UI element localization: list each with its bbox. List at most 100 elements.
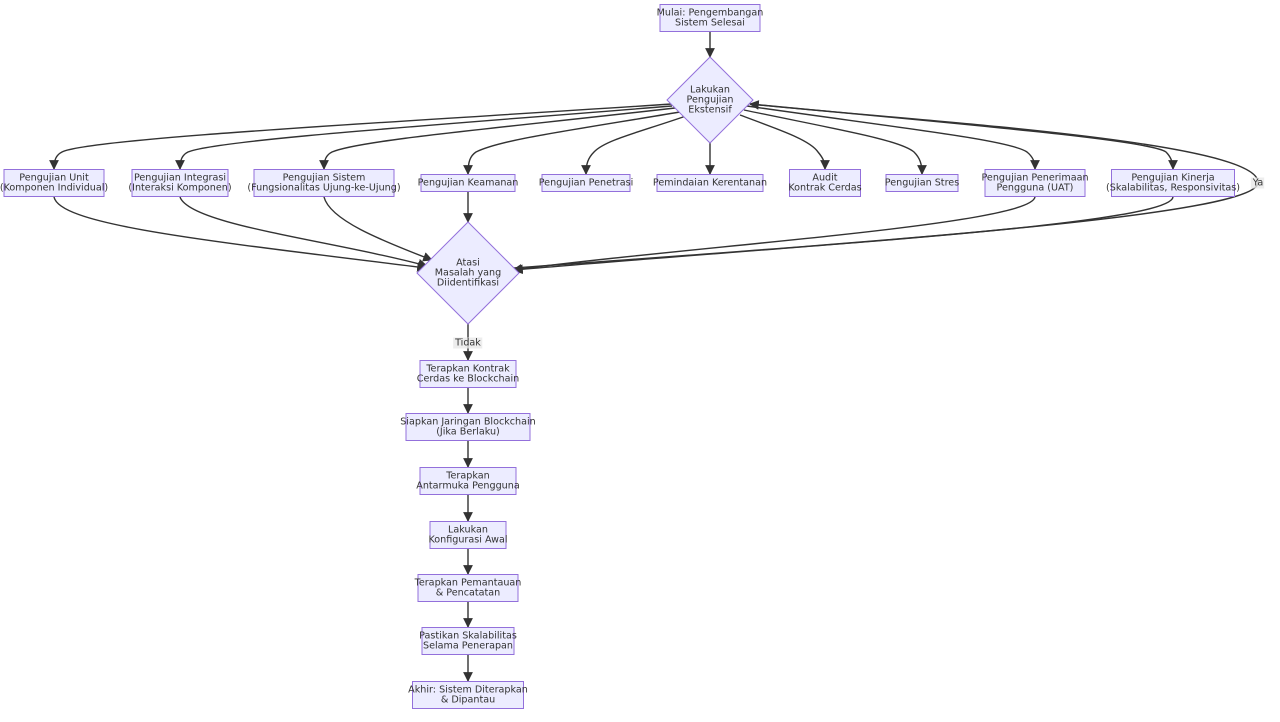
node-label: Terapkan Pemantauan [414,578,522,589]
process-box [1111,169,1235,197]
node-label: (Komponen Individual) [0,183,108,194]
process-box [429,521,507,549]
edge-testing-to-security [463,111,681,175]
edge-system-to-fix [323,196,433,262]
node-label: Pengujian Integrasi [134,173,226,184]
node-label: Sistem Selesai [675,18,745,29]
node-label: Antarmuka Pengguna [416,481,519,492]
process-box [421,627,515,655]
decision-diamond [666,56,754,144]
edge-label-text: Tidak [454,338,481,349]
process-box [417,574,519,602]
process-box [419,360,517,388]
node-label: Selama Penerapan [423,641,513,652]
edge-testing-to-integration [175,105,673,170]
node-label: Terapkan [445,471,489,482]
node-label: (Interaksi Komponen) [128,183,231,194]
node-label: Pengujian Penerimaan [981,173,1088,184]
process-box [984,169,1086,197]
node-performance-test: Pengujian Kinerja(Skalabilitas, Responsi… [1106,169,1240,197]
process-box [885,174,959,192]
process-box [405,413,531,441]
process-box [659,4,761,32]
node-end: Akhir: Sistem Diterapkan& Dipantau [408,681,528,709]
edge-label-background [1250,177,1265,189]
node-label: Pemindaian Kerentanan [653,178,767,189]
process-box [420,174,516,192]
node-label: Pengujian [687,95,734,106]
node-penetration-test: Pengujian Penetrasi [539,174,634,192]
node-label: Ekstensif [688,105,732,116]
edge-testing-to-audit [739,114,830,170]
edge-labels-layer: Tidak Ya [453,177,1265,349]
node-label: Akhir: Sistem Diterapkan [408,685,528,696]
process-box [656,174,764,192]
edge-performance-to-fix [513,196,1174,275]
node-system-test: Pengujian Sistem(Fungsionalitas Ujung-ke… [247,169,401,197]
node-label: Pengujian Penetrasi [539,178,634,189]
node-security-test: Pengujian Keamanan [418,174,519,192]
node-label: Pengujian Unit [19,173,89,184]
process-box [412,681,524,709]
edge-testing-to-uat [746,105,1040,170]
process-box [3,169,105,197]
node-label: Kontrak Cerdas [788,183,861,194]
node-label: Pengujian Stres [885,178,959,189]
node-label: Mulai: Pengembangan [657,8,764,19]
node-label: Lakukan [690,85,730,96]
edge-testing-to-stress [743,109,927,175]
node-label: Pengujian Kinerja [1131,173,1214,184]
node-label: Audit [812,173,837,184]
node-label: & Dipantau [441,695,495,706]
node-label: (Jika Berlaku) [436,427,500,438]
node-vulnerability-scan: Pemindaian Kerentanan [653,174,767,192]
node-label: Atasi [456,258,480,269]
decision-diamond [416,221,520,325]
node-label: (Skalabilitas, Responsivitas) [1106,183,1240,194]
node-label: & Pencatatan [436,588,500,599]
node-label: Pastikan Skalabilitas [419,631,517,642]
node-label: (Fungsionalitas Ujung-ke-Ujung) [247,183,400,194]
process-box [131,169,229,197]
node-unit-test: Pengujian Unit(Komponen Individual) [0,169,108,197]
edge-uat-to-fix [512,196,1036,274]
node-label: Masalah yang [435,268,501,279]
edge-testing-to-unit [49,103,673,170]
edge-label-text: Ya [1252,178,1263,189]
process-box [253,169,395,197]
node-label: Terapkan Kontrak [425,364,510,375]
process-box [541,174,631,192]
node-label: Diidentifikasi [437,278,499,289]
node-label: Cerdas ke Blockchain [417,374,520,385]
edge-label-no: Tidak [453,337,483,349]
node-label: Konfigurasi Awal [428,535,507,546]
edge-testing-to-penetration [581,115,687,175]
node-label: Pengujian Sistem [283,173,366,184]
edge-integration-to-fix [179,196,428,269]
node-monitoring: Terapkan Pemantauan& Pencatatan [414,574,522,602]
node-integration-test: Pengujian Integrasi(Interaksi Komponen) [128,169,232,197]
edge-unit-to-fix [53,196,427,272]
node-setup-network: Siapkan Jaringan Blockchain(Jika Berlaku… [400,413,536,441]
edge-label-yes: Ya [1250,177,1265,189]
node-label: Pengujian Keamanan [418,178,519,189]
node-label: Siapkan Jaringan Blockchain [400,417,536,428]
node-label: Pengguna (UAT) [997,183,1074,194]
edge-label-background [453,337,483,349]
edges-layer [49,32,1259,682]
edge-testing-to-system [319,107,676,170]
process-box [789,169,861,197]
process-box [419,467,517,495]
node-stress-test: Pengujian Stres [885,174,959,192]
node-label: Lakukan [448,525,488,536]
